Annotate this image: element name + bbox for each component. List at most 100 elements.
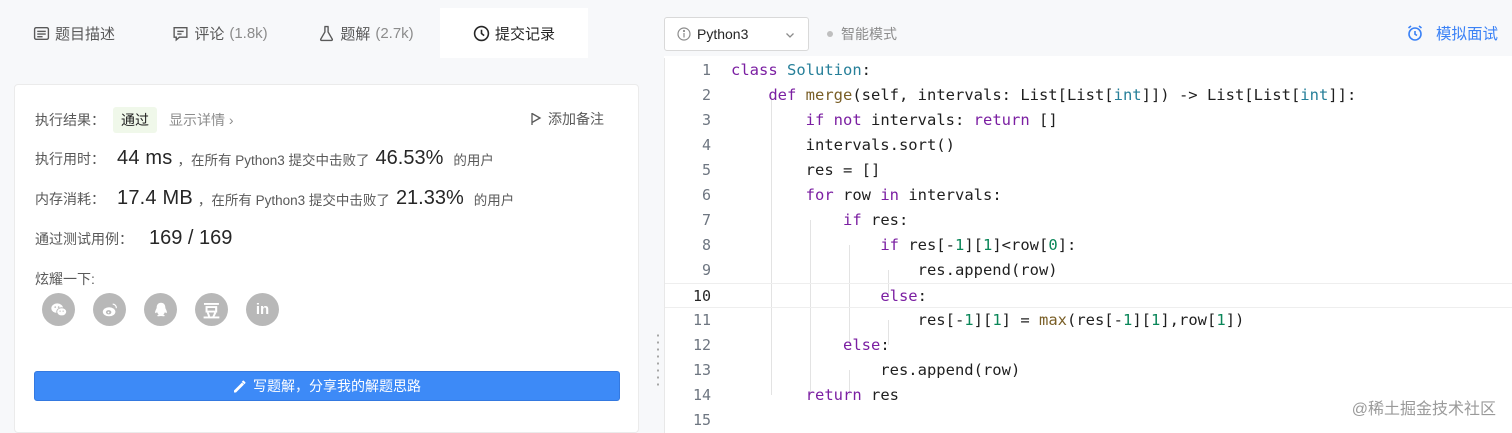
code-line[interactable]: 10 else: [665,283,1512,308]
language-select[interactable]: Python3 [664,17,809,51]
code-line[interactable]: 5 res = [] [665,158,1512,183]
code-line[interactable]: 12 else: [665,333,1512,358]
tab-submissions[interactable]: 提交记录 [440,8,588,58]
flag-icon [531,112,542,125]
code-line[interactable]: 14 return res [665,383,1512,408]
code-line[interactable]: 6 for row in intervals: [665,183,1512,208]
write-solution-label: 写题解，分享我的解题思路 [253,378,421,394]
tab-description-label: 题目描述 [54,25,115,43]
code-line[interactable]: 11 res[-1][1] = max(res[-1][1],row[1]) [665,308,1512,333]
flask-icon [320,25,334,41]
show-details-link[interactable]: 显示详情 › [169,112,234,128]
memory-suffix: 的用户 [473,192,515,208]
watermark: @稀土掘金技术社区 [1351,401,1496,418]
status-badge: 通过 [113,107,157,133]
runtime-row: 执行用时： 44 ms ，在所有 Python3 提交中击败了 46.53% 的… [35,147,494,170]
code-text: intervals.sort() [731,136,955,154]
indent-guide [849,245,850,345]
indent-guide [888,320,889,345]
share-wechat[interactable] [42,293,75,326]
line-number: 7 [701,211,711,229]
code-line[interactable]: 8 if res[-1][1]<row[0]: [665,233,1512,258]
runtime-text: ，在所有 Python3 提交中击败了 [177,152,370,168]
tab-comments-label: 评论 [194,25,225,43]
tab-description[interactable]: 题目描述 [0,8,148,58]
line-number: 8 [701,236,711,254]
tab-comments[interactable]: 评论 (1.8k) [148,8,292,58]
memory-row: 内存消耗： 17.4 MB ，在所有 Python3 提交中击败了 21.33%… [35,187,514,210]
tab-comments-count: (1.8k) [229,24,268,42]
line-number: 4 [701,136,711,154]
code-text: class Solution: [731,61,872,79]
line-number: 11 [692,311,711,329]
douban-icon: 豆 [203,302,220,321]
runtime-value: 44 ms [117,147,173,169]
cases-value: 169 / 169 [149,227,233,249]
line-number: 6 [701,186,711,204]
line-number: 10 [692,287,711,305]
tab-bar: 题目描述 评论 (1.8k) 题解 (2.7k) 提交记录 [0,8,652,58]
cases-label: 通过测试用例： [35,230,133,247]
code-text: def merge(self, intervals: List[List[int… [768,86,1357,104]
code-line[interactable]: 9 res.append(row) [665,258,1512,283]
share-douban[interactable]: 豆 [195,293,228,326]
tab-solutions-count: (2.7k) [375,24,414,42]
code-text: if not intervals: return [] [805,111,1058,129]
mock-interview-label: 模拟面试 [1435,26,1498,43]
status-dot-icon [827,31,833,37]
mock-interview-button[interactable]: 模拟面试 [1406,22,1498,44]
wechat-icon [50,302,67,316]
code-editor[interactable]: 1 class Solution: 2 def merge(self, interv… [664,58,1512,433]
code-text: res = [] [731,161,881,179]
panel-resize-handle[interactable] [652,0,664,433]
runtime-suffix: 的用户 [453,152,494,168]
comment-icon [173,26,188,41]
code-text: res[-1][1] = max(res[-1][1],row[1]) [731,311,1245,329]
language-value: Python3 [697,26,749,42]
share-buttons: 豆 in [42,293,279,326]
line-number: 1 [701,61,711,79]
share-weibo[interactable] [93,293,126,326]
share-label: 炫耀一下: [35,271,95,287]
code-line[interactable]: 13 res.append(row) [665,358,1512,383]
editor-panel: Python3 智能模式 模拟面试 1 class Solution: 2 def … [664,0,1512,433]
add-note-button[interactable]: 添加备注 [530,109,604,129]
code-text: res.append(row) [731,261,1058,279]
tab-solutions[interactable]: 题解 (2.7k) [292,8,440,58]
code-line[interactable]: 1 class Solution: [665,58,1512,83]
smart-mode-toggle[interactable]: 智能模式 [827,24,897,44]
chevron-down-icon [786,33,794,38]
code-line[interactable]: 7 if res: [665,208,1512,233]
code-line[interactable]: 3 if not intervals: return [] [665,108,1512,133]
code-text: if res: [842,211,909,229]
code-line[interactable]: 2 def merge(self, intervals: List[List[i… [665,83,1512,108]
code-text: return res [805,386,899,404]
info-icon [677,27,691,41]
share-qq[interactable] [144,293,177,326]
runtime-percent: 46.53% [375,147,444,169]
tab-solutions-label: 题解 [340,25,371,43]
code-text: else: [880,287,927,305]
line-number: 14 [692,386,711,404]
runtime-label: 执行用时： [35,150,105,167]
code-text: for row in intervals: [805,186,1002,204]
result-label: 执行结果： [35,112,105,128]
code-line[interactable]: 15 [665,408,1512,433]
memory-label: 内存消耗： [35,190,105,207]
qq-icon [154,302,167,316]
pencil-icon [234,380,246,393]
share-linkedin[interactable]: in [246,293,279,326]
memory-text: ，在所有 Python3 提交中击败了 [197,192,390,208]
drag-handle-icon [657,332,659,388]
indent-guide [849,370,850,395]
code-line[interactable]: 4 intervals.sort() [665,133,1512,158]
memory-value: 17.4 MB [117,187,193,209]
memory-percent: 21.33% [395,187,464,209]
line-number: 2 [701,86,711,104]
linkedin-icon: in [255,301,270,318]
result-card: 执行结果： 通过 显示详情 › 添加备注 执行用时： 44 ms ，在所有 Py… [14,84,639,433]
indent-guide [888,270,889,295]
write-solution-button[interactable]: 写题解，分享我的解题思路 [34,371,620,401]
code-text: else: [842,336,890,354]
weibo-icon [102,303,117,316]
